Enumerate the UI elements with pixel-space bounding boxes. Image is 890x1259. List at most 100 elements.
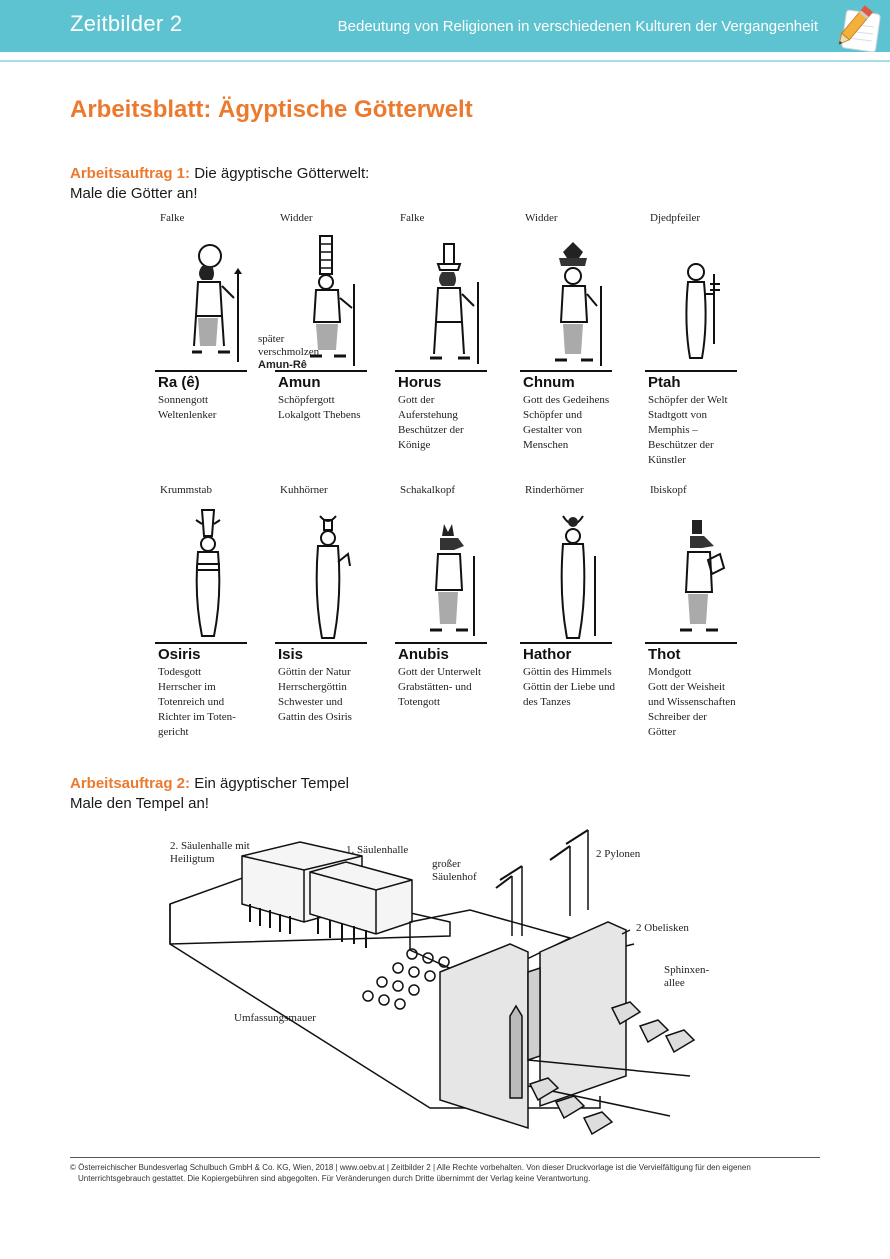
desc-line: Stadtgott von bbox=[648, 409, 707, 421]
temple-illustration: 2. Säulenhalle mit Heiligtum 1. Säulenha… bbox=[150, 826, 740, 1152]
desc-line: Gott der bbox=[398, 394, 435, 406]
pencil-icon bbox=[838, 5, 881, 53]
label-hall-2: 2. Säulenhalle mit Heiligtum bbox=[170, 840, 250, 866]
task-1-text: Die ägyptische Götterwelt: bbox=[194, 165, 370, 182]
desc-line: Weltenlenker bbox=[158, 409, 217, 421]
god-description: Gott des Gedeihens Schöpfer und Gestalte… bbox=[523, 393, 641, 453]
label-line: 2. Säulenhalle mit bbox=[170, 840, 250, 852]
chnum-figure-icon bbox=[555, 242, 602, 366]
desc-line: Schöpfer der Welt bbox=[648, 394, 728, 406]
temple-drawing-icon bbox=[169, 829, 696, 1136]
god-animal: Schakalkopf bbox=[400, 484, 455, 496]
desc-line: Schwester und bbox=[278, 696, 343, 708]
amun-figure-icon bbox=[310, 235, 355, 366]
thot-figure-icon bbox=[680, 520, 726, 632]
osiris-figure-icon bbox=[195, 509, 221, 637]
god-amun: Widder Amun Schöpfergott Lokalgott Thebe… bbox=[270, 212, 390, 482]
god-name: Isis bbox=[278, 646, 304, 663]
desc-line: Lokalgott Thebens bbox=[278, 409, 361, 421]
desc-line: Mondgott bbox=[648, 666, 692, 678]
desc-line: Könige bbox=[398, 439, 431, 451]
label-court: großer Säulenhof bbox=[432, 858, 477, 884]
god-name: Horus bbox=[398, 374, 442, 391]
horus-figure-icon bbox=[430, 243, 479, 364]
task-2-text: Ein ägyptischer Tempel bbox=[194, 775, 350, 792]
god-ra: Falke Ra (ê) Sonnengott Weltenlenker bbox=[150, 212, 270, 482]
god-baseline bbox=[155, 370, 247, 372]
god-baseline bbox=[520, 642, 612, 644]
desc-line: Göttin des Himmels bbox=[523, 666, 612, 678]
god-name: Osiris bbox=[158, 646, 201, 663]
god-osiris: Krummstab Osiris Todesgott Herrscher im … bbox=[150, 484, 270, 754]
desc-line: Memphis – bbox=[648, 424, 698, 436]
god-anubis: Schakalkopf Anubis Gott der Unterwelt Gr… bbox=[390, 484, 510, 754]
task-2-instructions: Arbeitsauftrag 2: Ein ägyptischer Tempel… bbox=[70, 774, 349, 814]
god-horus: Falke Horus Gott der Auferstehung Beschü… bbox=[390, 212, 510, 482]
god-name: Ra (ê) bbox=[158, 374, 200, 391]
desc-line: Richter im Toten- bbox=[158, 711, 236, 723]
desc-line: Göttin der Liebe und bbox=[523, 681, 615, 693]
god-name: Amun bbox=[278, 374, 321, 391]
label-obelisks: 2 Obelisken bbox=[636, 922, 689, 934]
god-description: Sonnengott Weltenlenker bbox=[158, 393, 276, 423]
god-animal: Kuhhörner bbox=[280, 484, 328, 496]
label-line: Säulenhof bbox=[432, 871, 477, 883]
desc-line: Beschützer der bbox=[398, 424, 464, 436]
worksheet-title: Arbeitsblatt: Ägyptische Götterwelt bbox=[70, 96, 473, 123]
desc-line: des Tanzes bbox=[523, 696, 571, 708]
header-divider bbox=[0, 60, 890, 62]
desc-line: Schöpfer und bbox=[523, 409, 582, 421]
footer-line: © Österreichischer Bundesverlag Schulbuc… bbox=[70, 1163, 751, 1172]
god-thot: Ibiskopf Thot Mondgott Gott der Weisheit… bbox=[640, 484, 760, 754]
label-hall-1: 1. Säulenhalle bbox=[346, 844, 409, 856]
brand-title: Zeitbilder 2 bbox=[70, 11, 183, 36]
merge-note: später verschmolzen Amun-Rê bbox=[258, 333, 319, 372]
god-description: Göttin des Himmels Göttin der Liebe und … bbox=[523, 665, 641, 710]
header-band bbox=[0, 0, 890, 52]
god-animal: Falke bbox=[400, 212, 425, 224]
desc-line: Gattin des Osiris bbox=[278, 711, 352, 723]
god-chnum: Widder Chnum Gott des Gedeihens Schöpfer… bbox=[515, 212, 635, 482]
task-2-line2: Male den Tempel an! bbox=[70, 795, 209, 812]
footer-divider bbox=[70, 1157, 820, 1158]
god-name: Anubis bbox=[398, 646, 449, 663]
god-description: Mondgott Gott der Weisheit und Wissensch… bbox=[648, 665, 766, 740]
god-baseline bbox=[645, 370, 737, 372]
god-baseline bbox=[275, 370, 367, 372]
footer-copyright: © Österreichischer Bundesverlag Schulbuc… bbox=[70, 1162, 820, 1184]
desc-line: Schöpfergott bbox=[278, 394, 335, 406]
god-animal: Widder bbox=[525, 212, 558, 224]
god-animal: Krummstab bbox=[160, 484, 212, 496]
desc-line: Auferstehung bbox=[398, 409, 458, 421]
god-ptah: Djedpfeiler Ptah Schöpfer der Welt Stadt… bbox=[640, 212, 760, 482]
desc-line: Schreiber der bbox=[648, 711, 707, 723]
task-1-instructions: Arbeitsauftrag 1: Die ägyptische Götterw… bbox=[70, 164, 369, 204]
label-line: großer bbox=[432, 858, 461, 870]
god-animal: Widder bbox=[280, 212, 313, 224]
god-baseline bbox=[275, 642, 367, 644]
task-2-label: Arbeitsauftrag 2: bbox=[70, 775, 191, 792]
god-name: Ptah bbox=[648, 374, 681, 391]
desc-line: Künstler bbox=[648, 454, 686, 466]
god-description: Göttin der Natur Herrschergöttin Schwest… bbox=[278, 665, 396, 725]
desc-line: Totenreich und bbox=[158, 696, 225, 708]
label-pylons: 2 Pylonen bbox=[596, 848, 641, 860]
god-animal: Ibiskopf bbox=[650, 484, 687, 496]
label-line: Sphinxen- bbox=[664, 964, 710, 976]
desc-line: Gott des Gedeihens bbox=[523, 394, 610, 406]
god-baseline bbox=[645, 642, 737, 644]
god-name: Hathor bbox=[523, 646, 572, 663]
desc-line: Sonnengott bbox=[158, 394, 209, 406]
god-animal: Rinderhörner bbox=[525, 484, 584, 496]
desc-line: Beschützer der bbox=[648, 439, 714, 451]
god-animal: Djedpfeiler bbox=[650, 212, 701, 224]
desc-line: Menschen bbox=[523, 439, 569, 451]
label-line: allee bbox=[664, 977, 685, 989]
desc-line: Todesgott bbox=[158, 666, 202, 678]
god-description: Schöpfergott Lokalgott Thebens bbox=[278, 393, 396, 423]
desc-line: Götter bbox=[648, 726, 677, 738]
desc-line: gericht bbox=[158, 726, 189, 738]
desc-line: Gestalter von bbox=[523, 424, 582, 436]
god-hathor: Rinderhörner Hathor Göttin des Himmels G… bbox=[515, 484, 635, 754]
god-baseline bbox=[395, 642, 487, 644]
